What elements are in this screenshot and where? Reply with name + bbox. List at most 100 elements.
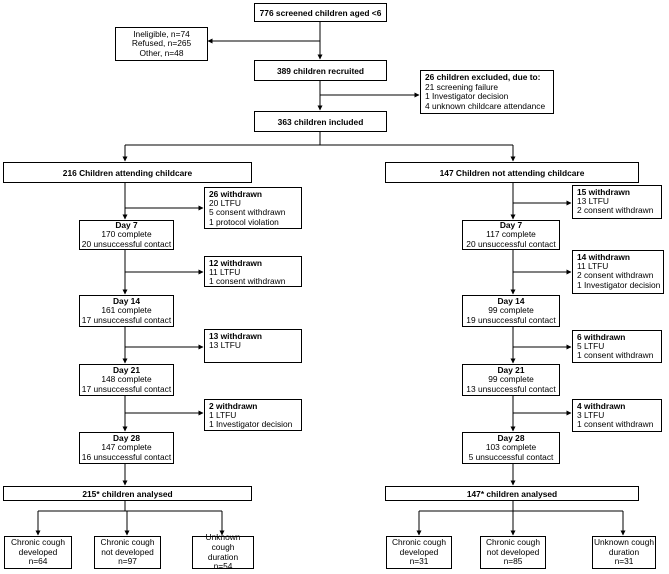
- left-outcome-box-1: Chronic cough developed n=64: [4, 536, 72, 569]
- right-withdrawn-box-3: 6 withdrawn 5 LTFU 1 consent withdrawn: [572, 330, 662, 363]
- right-group-box: 147 Children not attending childcare: [385, 162, 639, 183]
- left-day-box-21: Day 21 148 complete 17 unsuccessful cont…: [79, 364, 174, 396]
- outcome-n: n=54: [213, 561, 233, 572]
- withdrawn-title: 26 withdrawn: [209, 189, 263, 199]
- left-day-box-14: Day 14 161 complete 17 unsuccessful cont…: [79, 295, 174, 327]
- withdrawn-line: 11 LTFU: [577, 261, 609, 272]
- day-complete: 103 complete: [485, 442, 537, 453]
- left-outcome-box-3: Unknown cough duration n=54: [192, 532, 254, 572]
- day-title: Day 14: [112, 295, 140, 306]
- withdrawn-line: 13 LTFU: [577, 196, 609, 207]
- day-title: Day 21: [497, 364, 525, 375]
- recruited-title: 389 children recruited: [276, 65, 365, 76]
- day-contact: 16 unsuccessful contact: [81, 451, 172, 462]
- left-withdrawn-box-4: 2 withdrawn 1 LTFU 1 Investigator decisi…: [204, 399, 302, 431]
- day-complete: 148 complete: [101, 374, 152, 385]
- withdrawn-title: 4 withdrawn: [577, 401, 626, 411]
- screen-excluded-line: Other, n=48: [139, 47, 184, 58]
- day-contact: 20 unsuccessful contact: [466, 238, 556, 249]
- outcome-line2: not developed: [486, 546, 540, 557]
- withdrawn-line: 1 consent withdrawn: [209, 276, 286, 287]
- withdrawn-title: 6 withdrawn: [577, 332, 626, 342]
- day-complete: 147 complete: [101, 442, 152, 453]
- day-complete: 161 complete: [101, 305, 152, 316]
- recruit-excluded-line: 4 unknown childcare attendance: [425, 100, 546, 111]
- left-outcome-box-2: Chronic cough not developed n=97: [94, 536, 161, 569]
- included-title: 363 children included: [277, 116, 364, 127]
- day-contact: 17 unsuccessful contact: [81, 314, 172, 325]
- recruit-excluded-box: 26 children excluded, due to: 21 screeni…: [420, 70, 554, 114]
- right-outcome-box-3: Unknown cough duration n=31: [592, 536, 656, 569]
- screened-title: 776 screened children aged <6: [259, 7, 382, 18]
- left-group-box: 216 Children attending childcare: [3, 162, 252, 183]
- right-outcome-box-1: Chronic cough developed n=31: [386, 536, 452, 569]
- withdrawn-line: 13 LTFU: [209, 340, 241, 351]
- left-withdrawn-box-1: 26 withdrawn 20 LTFU 5 consent withdrawn…: [204, 187, 302, 229]
- outcome-n: n=64: [28, 556, 48, 567]
- outcome-line1: Chronic cough: [10, 537, 65, 548]
- day-contact: 13 unsuccessful contact: [466, 383, 556, 394]
- withdrawn-line: 2 consent withdrawn: [577, 270, 654, 281]
- left-withdrawn-box-2: 12 withdrawn 11 LTFU 1 consent withdrawn: [204, 256, 302, 287]
- outcome-line2: developed: [18, 546, 58, 557]
- outcome-n: n=85: [503, 556, 523, 567]
- outcome-line2: not developed: [101, 546, 154, 557]
- right-withdrawn-box-1: 15 withdrawn 13 LTFU 2 consent withdrawn: [572, 185, 662, 219]
- day-title: Day 21: [112, 364, 140, 375]
- withdrawn-line: 5 consent withdrawn: [209, 207, 286, 218]
- withdrawn-line: 20 LTFU: [209, 198, 241, 209]
- right-day-box-7: Day 7 117 complete 20 unsuccessful conta…: [462, 220, 560, 250]
- withdrawn-line: 11 LTFU: [209, 267, 241, 278]
- withdrawn-line: 2 consent withdrawn: [577, 205, 654, 216]
- recruit-excluded-title: 26 children excluded, due to:: [425, 72, 541, 82]
- day-title: Day 7: [499, 219, 523, 230]
- withdrawn-title: 12 withdrawn: [209, 258, 263, 268]
- right-analysed-title: 147* children analysed: [466, 488, 558, 499]
- day-title: Day 28: [497, 432, 525, 443]
- day-title: Day 7: [115, 219, 138, 230]
- day-contact: 17 unsuccessful contact: [81, 383, 172, 394]
- withdrawn-title: 14 withdrawn: [577, 252, 631, 262]
- screen-excluded-line: Refused, n=265: [131, 38, 192, 49]
- day-title: Day 14: [497, 295, 525, 306]
- day-contact: 5 unsuccessful contact: [468, 451, 554, 462]
- right-group-title: 147 Children not attending childcare: [439, 167, 585, 178]
- left-withdrawn-box-3: 13 withdrawn 13 LTFU: [204, 329, 302, 363]
- screen-excluded-box: Ineligible, n=74 Refused, n=265 Other, n…: [115, 27, 208, 61]
- screen-excluded-line: Ineligible, n=74: [133, 28, 190, 39]
- outcome-n: n=31: [614, 556, 634, 567]
- withdrawn-line: 1 Investigator decision: [577, 279, 661, 290]
- included-box: 363 children included: [254, 111, 387, 132]
- outcome-line1: Chronic cough: [391, 537, 446, 548]
- day-complete: 99 complete: [488, 305, 534, 316]
- withdrawn-title: 2 withdrawn: [209, 401, 258, 411]
- day-complete: 117 complete: [486, 229, 536, 240]
- outcome-line2: duration: [207, 551, 239, 562]
- left-day-box-28: Day 28 147 complete 16 unsuccessful cont…: [79, 432, 174, 464]
- withdrawn-line: 3 LTFU: [577, 410, 605, 421]
- recruited-box: 389 children recruited: [254, 60, 387, 81]
- day-complete: 170 complete: [101, 229, 152, 240]
- right-analysed-box: 147* children analysed: [385, 486, 639, 501]
- day-contact: 19 unsuccessful contact: [466, 314, 556, 325]
- withdrawn-title: 15 withdrawn: [577, 187, 631, 197]
- right-day-box-14: Day 14 99 complete 19 unsuccessful conta…: [462, 295, 560, 327]
- right-withdrawn-box-2: 14 withdrawn 11 LTFU 2 consent withdrawn…: [572, 250, 664, 294]
- left-day-box-7: Day 7 170 complete 20 unsuccessful conta…: [79, 220, 174, 250]
- right-day-box-28: Day 28 103 complete 5 unsuccessful conta…: [462, 432, 560, 464]
- day-contact: 20 unsuccessful contact: [81, 238, 172, 249]
- outcome-line1: Chronic cough: [485, 537, 540, 548]
- withdrawn-title: 13 withdrawn: [209, 331, 263, 341]
- outcome-line1: Unknown cough: [205, 532, 241, 552]
- withdrawn-line: 5 LTFU: [577, 341, 605, 352]
- left-group-title: 216 Children attending childcare: [62, 167, 193, 178]
- outcome-line1: Unknown cough: [593, 537, 655, 548]
- screened-box: 776 screened children aged <6: [254, 3, 387, 22]
- withdrawn-line: 1 consent withdrawn: [577, 350, 654, 361]
- outcome-n: n=31: [409, 556, 429, 567]
- outcome-line2: duration: [608, 546, 640, 557]
- withdrawn-line: 1 protocol violation: [209, 216, 279, 227]
- outcome-line1: Chronic cough: [100, 537, 155, 548]
